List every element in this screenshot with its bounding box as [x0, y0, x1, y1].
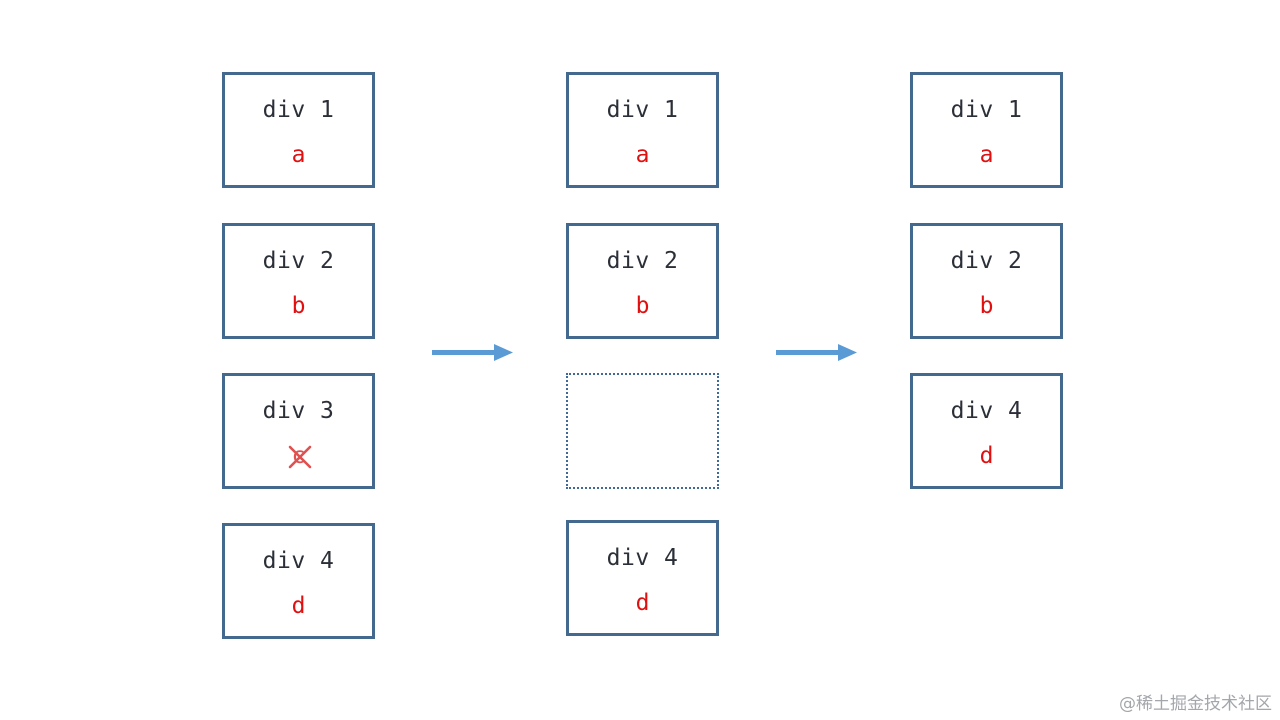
box-value: b — [635, 293, 650, 319]
middle-box-div-1: div 1 a — [566, 72, 719, 188]
box-value: d — [291, 593, 306, 619]
left-box-div-4: div 4 d — [222, 523, 375, 639]
box-label: div 2 — [606, 248, 679, 274]
box-label: div 2 — [950, 248, 1023, 274]
box-value: a — [635, 142, 650, 168]
middle-box-div-2: div 2 b — [566, 223, 719, 339]
cross-icon — [288, 445, 312, 469]
deleted-value: c — [225, 442, 372, 470]
right-arrow-icon — [432, 344, 513, 361]
box-value: a — [291, 142, 306, 168]
left-box-div-1: div 1 a — [222, 72, 375, 188]
box-value: d — [979, 443, 994, 469]
left-box-div-2: div 2 b — [222, 223, 375, 339]
box-label: div 4 — [606, 545, 679, 571]
middle-box-div-4: div 4 d — [566, 520, 719, 636]
box-value: a — [979, 142, 994, 168]
box-label: div 1 — [262, 97, 335, 123]
box-label: div 4 — [262, 548, 335, 574]
middle-empty-placeholder — [566, 373, 719, 489]
right-box-div-1: div 1 a — [910, 72, 1063, 188]
left-box-div-3: div 3 c — [222, 373, 375, 489]
box-value: b — [291, 293, 306, 319]
right-box-div-4: div 4 d — [910, 373, 1063, 489]
box-value: d — [635, 590, 650, 616]
box-label: div 3 — [262, 398, 335, 424]
box-label: div 2 — [262, 248, 335, 274]
box-label: div 1 — [606, 97, 679, 123]
box-label: div 1 — [950, 97, 1023, 123]
right-box-div-2: div 2 b — [910, 223, 1063, 339]
box-value: b — [979, 293, 994, 319]
box-label: div 4 — [950, 398, 1023, 424]
right-arrow-icon — [776, 344, 857, 361]
watermark: @稀土掘金技术社区 — [1119, 694, 1272, 714]
